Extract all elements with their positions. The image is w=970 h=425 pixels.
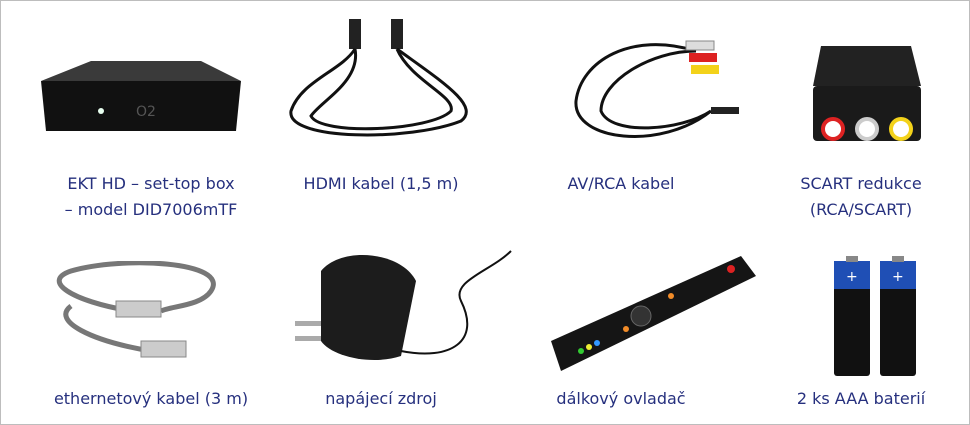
item-label: napájecí zdroj bbox=[325, 389, 437, 408]
svg-text:+: + bbox=[892, 269, 904, 285]
svg-text:+: + bbox=[846, 269, 858, 285]
item-label-2: (RCA/SCART) bbox=[809, 200, 913, 219]
item-label: SCART redukce bbox=[800, 174, 922, 193]
rca-cable-icon bbox=[574, 40, 739, 138]
item-label: dálkový ovladač bbox=[556, 389, 686, 408]
scart-adapter-icon bbox=[813, 46, 921, 141]
batteries-icon: ++ bbox=[834, 256, 916, 376]
item-label: EKT HD – set-top box bbox=[67, 174, 235, 193]
hdmi-cable-icon bbox=[289, 19, 468, 137]
remote-control-icon bbox=[551, 256, 756, 371]
item-label: 2 ks AAA baterií bbox=[796, 389, 926, 408]
o2-logo: O2 bbox=[136, 104, 156, 120]
ethernet-cable-icon bbox=[56, 261, 216, 358]
set-top-box-icon: O2 bbox=[41, 61, 241, 131]
item-label: HDMI kabel (1,5 m) bbox=[303, 174, 459, 193]
item-label: ethernetový kabel (3 m) bbox=[53, 389, 249, 408]
power-adapter-icon bbox=[295, 250, 512, 361]
item-label-2: – model DID7006mTF bbox=[64, 200, 238, 219]
item-label: AV/RCA kabel bbox=[567, 174, 675, 193]
